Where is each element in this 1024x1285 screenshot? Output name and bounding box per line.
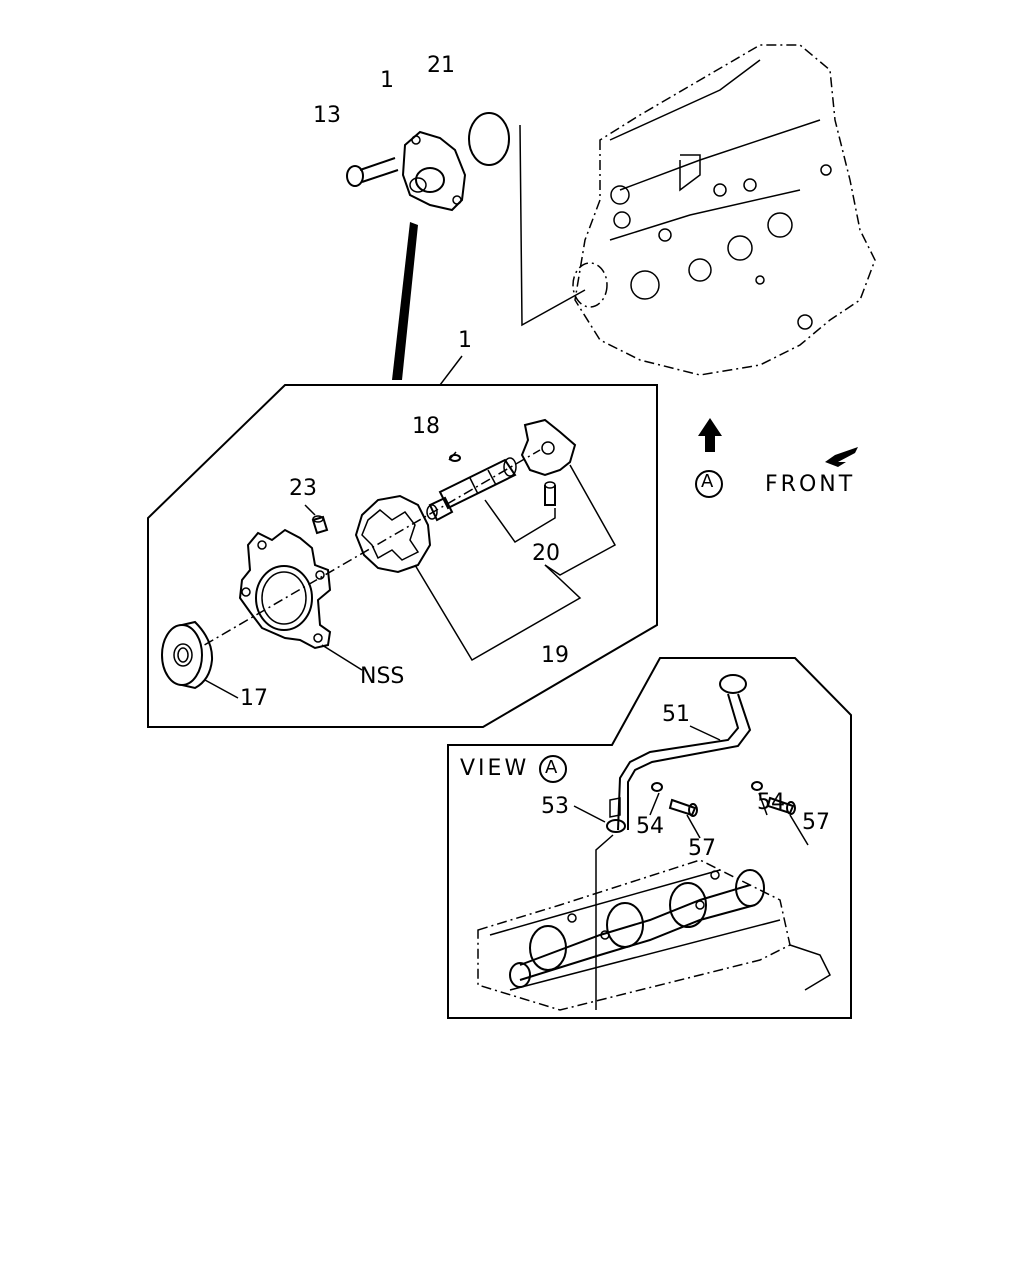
exploded-box [147, 384, 658, 728]
bolt-13 [346, 157, 399, 187]
pointer-wedge [392, 222, 418, 380]
callout-18: 18 [412, 414, 440, 439]
callout-54-right: 54 [757, 790, 785, 815]
bracket-20 [484, 499, 556, 543]
washer-54-left [651, 782, 663, 792]
callout-21: 21 [427, 53, 455, 78]
callout-1-top: 1 [380, 68, 394, 93]
callout-20: 20 [532, 541, 560, 566]
dipstick-guide-51 [609, 674, 752, 831]
washer-54-right [751, 781, 763, 791]
front-arrow-icon [825, 447, 858, 467]
inner-rotor [520, 418, 577, 477]
callout-1-box: 1 [458, 328, 472, 353]
dowel-23 [311, 515, 329, 535]
callout-nss: NSS [360, 664, 405, 689]
callout-17: 17 [240, 686, 268, 711]
exploded-axis [169, 449, 541, 666]
callout-54-left: 54 [636, 814, 664, 839]
front-label: FRONT [765, 472, 856, 497]
outer-rotor-19 [354, 494, 432, 574]
leader-1-box [439, 355, 463, 386]
view-label: VIEW [460, 756, 530, 781]
arrow-up-icon [698, 418, 722, 452]
callout-57-right: 57 [802, 810, 830, 835]
view-marker-a: A [701, 471, 714, 492]
shaft-assembly [426, 457, 517, 522]
callout-51: 51 [662, 702, 690, 727]
drive-pin [544, 481, 556, 506]
view-a-box [447, 657, 852, 1019]
crankshaft-block [477, 859, 831, 1011]
callout-13: 13 [313, 103, 341, 128]
leader-21 [519, 124, 586, 327]
engine-block [572, 44, 876, 376]
callout-23: 23 [289, 476, 317, 501]
bolt-57-left [668, 798, 698, 817]
bolt-57-right [766, 796, 796, 815]
callout-57-left: 57 [688, 836, 716, 861]
pump-housing-nss [238, 528, 332, 650]
view-marker-a-inset: A [545, 757, 558, 778]
callout-53: 53 [541, 794, 569, 819]
o-ring-21 [468, 112, 510, 166]
bracket-19 [414, 564, 582, 662]
circle-a-icon [695, 470, 723, 498]
seal-53 [606, 819, 626, 833]
bracket-20b [544, 464, 617, 576]
pump-body-top [401, 130, 467, 212]
oil-seal-17 [161, 620, 214, 690]
view-a-circle-icon [539, 755, 567, 783]
callout-19: 19 [541, 643, 569, 668]
